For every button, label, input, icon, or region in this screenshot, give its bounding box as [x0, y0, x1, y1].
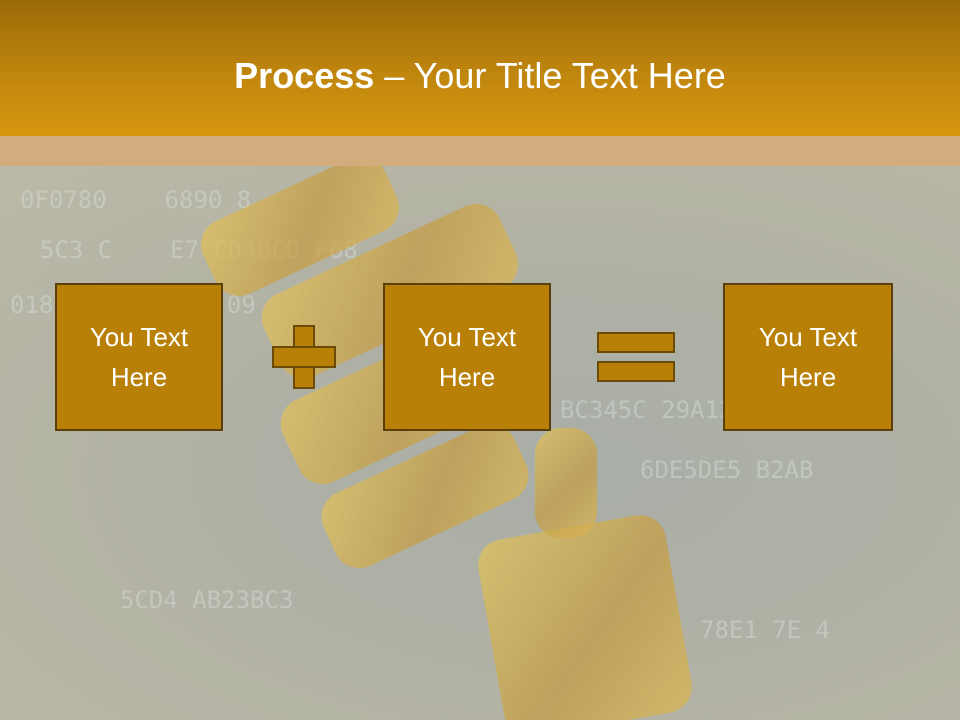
slide-title: Process – Your Title Text Here: [0, 54, 960, 98]
process-box-label: You Text Here: [89, 322, 189, 392]
background-image: 0F0780 6890 8 5C3 C E7 CD4BCD F68 018 45…: [0, 166, 960, 720]
title-bold: Process: [234, 55, 375, 96]
process-box-2[interactable]: You Text Here: [383, 283, 551, 431]
title-band: [0, 136, 960, 166]
process-box-label: You Text Here: [758, 322, 858, 392]
process-box-3[interactable]: You Text Here: [723, 283, 893, 431]
title-bar: [0, 0, 960, 136]
title-rest: – Your Title Text Here: [374, 55, 726, 96]
process-box-label: You Text Here: [417, 322, 517, 392]
process-box-1[interactable]: You Text Here: [55, 283, 223, 431]
